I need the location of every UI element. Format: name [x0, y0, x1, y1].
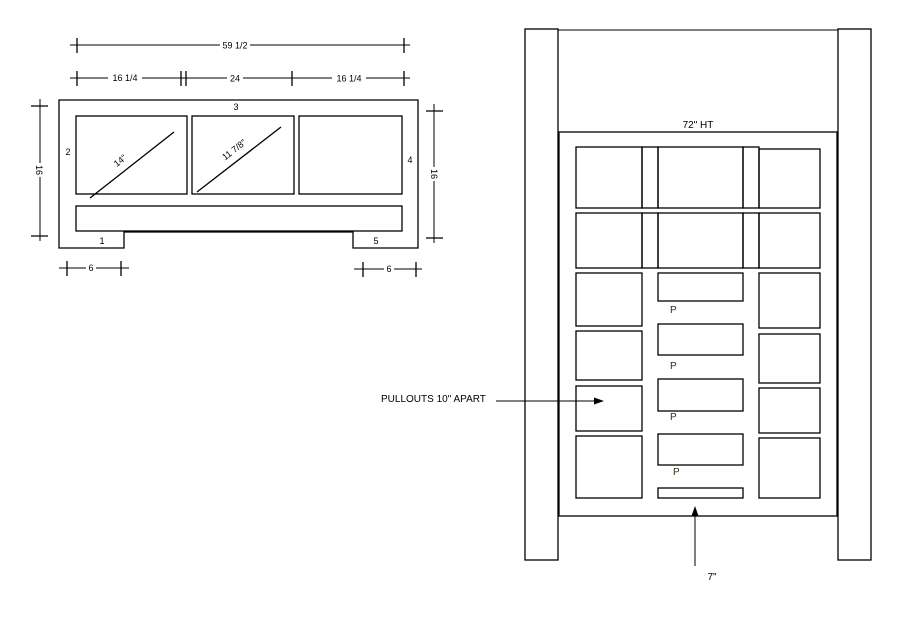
part-label-1: 1 — [99, 236, 104, 246]
left-section-width-label: 16 1/4 — [112, 73, 137, 83]
bottom-offset-label: 7" — [707, 572, 717, 583]
bottom-offset-arrowhead — [691, 506, 699, 516]
right-foot-label: 6 — [386, 264, 391, 274]
part-label-2: 2 — [65, 147, 70, 157]
left-opening — [75, 115, 188, 195]
front-view: 59 1/2 16 1/4 24 16 1/4 14" 11 7/8" — [31, 38, 443, 277]
left-height-label: 16 — [34, 165, 44, 175]
right-opening — [298, 115, 403, 195]
right-column-boxes — [758, 272, 821, 499]
left-column-boxes — [575, 272, 643, 499]
left-diagonal — [89, 131, 175, 199]
center-diagonal-label: 11 7/8" — [220, 137, 248, 162]
center-section-width-label: 24 — [230, 74, 240, 84]
pullout-marker-2: P — [670, 361, 677, 372]
center-diagonal — [196, 126, 282, 193]
left-height-dimension: 16 — [31, 99, 48, 241]
left-diagonal-label: 14" — [112, 153, 129, 169]
top-row-2 — [575, 212, 821, 269]
pullout-3 — [657, 378, 744, 412]
right-foot-dimension: 6 — [354, 262, 422, 277]
bottom-drawer-opening — [75, 205, 403, 232]
elevation-view: 72" HT — [381, 28, 872, 583]
overall-width-label: 59 1/2 — [222, 41, 247, 51]
pullout-4 — [657, 433, 744, 466]
pullout-marker-3: P — [670, 412, 677, 423]
pullouts-note: PULLOUTS 10" APART — [381, 394, 486, 405]
part-label-4: 4 — [407, 155, 412, 165]
center-opening — [191, 115, 295, 195]
part-label-5: 5 — [373, 236, 378, 246]
pullouts-arrowhead — [594, 397, 604, 405]
right-height-label: 16 — [429, 169, 439, 179]
left-foot-label: 6 — [88, 263, 93, 273]
top-row-1 — [575, 146, 821, 209]
pullout-1 — [657, 272, 744, 302]
left-foot-dimension: 6 — [59, 261, 129, 276]
overall-width-dimension: 59 1/2 — [70, 38, 410, 53]
height-label: 72" HT — [683, 120, 714, 131]
pullout-marker-1: P — [670, 305, 677, 316]
pullout-2 — [657, 323, 744, 356]
left-post — [524, 28, 559, 561]
right-post — [837, 28, 872, 561]
pullout-5 — [657, 487, 744, 499]
right-height-dimension: 16 — [426, 104, 443, 243]
cabinet-outline — [58, 99, 419, 249]
right-section-width-label: 16 1/4 — [336, 74, 361, 84]
part-label-3: 3 — [233, 102, 238, 112]
pullouts: P P P P — [657, 272, 744, 499]
section-width-dimensions: 16 1/4 24 16 1/4 — [70, 71, 410, 86]
pullout-marker-4: P — [673, 467, 680, 478]
